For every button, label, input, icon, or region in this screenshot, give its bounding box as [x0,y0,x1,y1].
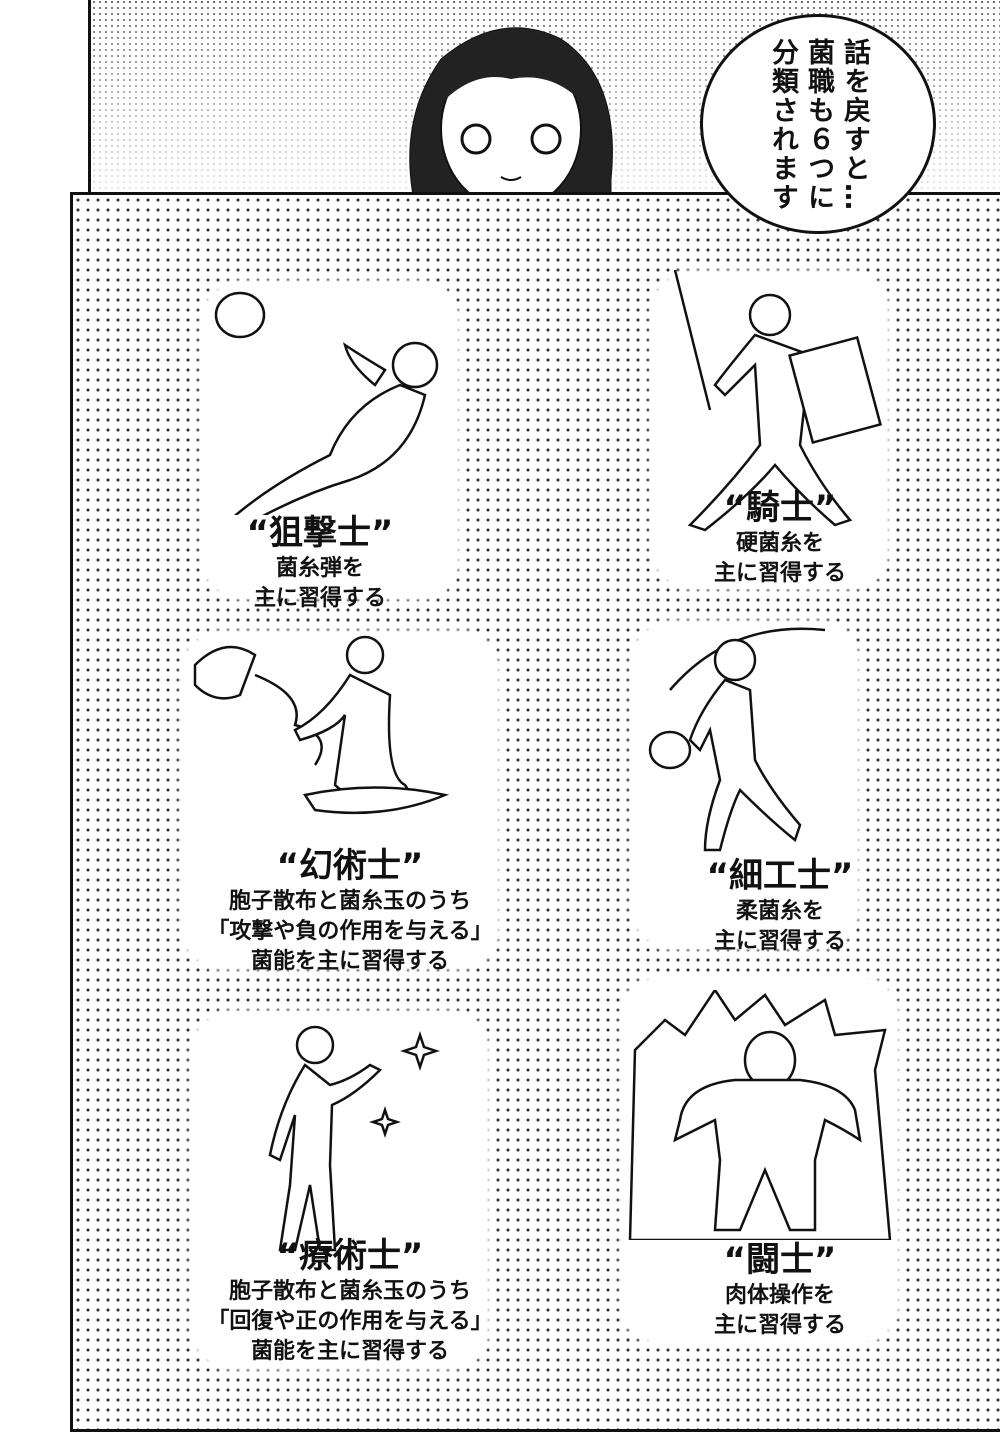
class-desc-line: 胞子散布と菌糸玉のうち [228,1279,471,1304]
class-desc-line: 胞子散布と菌糸玉のうち [228,889,471,914]
class-desc-line: 菌能を主に習得する [250,1339,449,1364]
class-name: “細工士” [706,856,854,896]
class-label-fighter: “闘士” 肉体操作を 主に習得する [650,1232,910,1341]
sniper-figure [214,291,439,515]
class-label-illusionist: “幻術士” 胞子散布と菌糸玉のうち 「攻撃や負の作用を与える」 菌能を主に習得す… [180,838,520,977]
class-name: “療術士” [276,1236,424,1276]
class-desc-line: 「攻撃や負の作用を与える」 [207,919,493,944]
illusionist-figure [193,635,450,815]
class-desc-line: 柔菌糸を [735,899,824,924]
class-label-artisan: “細工士” 柔菌糸を 主に習得する [650,848,910,957]
class-desc-line: 硬菌糸を [735,531,824,556]
healer-figure [268,1025,440,1252]
class-name: “闘士” [723,1240,837,1280]
class-desc-line: 菌糸弾を [275,556,364,581]
class-label-knight: “騎士” 硬菌糸を 主に習得する [650,480,910,589]
class-desc-line: 肉体操作を [724,1283,835,1308]
knight-figure [673,269,882,532]
class-label-healer: “療術士” 胞子散布と菌糸玉のうち 「回復や正の作用を与える」 菌能を主に習得す… [180,1228,520,1367]
class-name: “騎士” [723,488,837,528]
class-desc-line: 主に習得する [713,1313,846,1338]
artisan-figure [648,627,826,852]
class-desc-line: 主に習得する [713,929,846,954]
speech-bubble [700,14,936,234]
class-name: “幻術士” [276,846,424,886]
class-desc-line: 主に習得する [253,586,386,611]
class-desc-line: 主に習得する [713,561,846,586]
class-desc-line: 菌能を主に習得する [250,949,449,974]
fighter-figure [628,990,892,1240]
class-name: “狙撃士” [246,513,394,553]
class-label-sniper: “狙撃士” 菌糸弾を 主に習得する [190,505,450,614]
speech-bubble-text: 話を戻すと…菌職も６つに分類されます [767,38,870,212]
class-desc-line: 「回復や正の作用を与える」 [207,1309,493,1334]
